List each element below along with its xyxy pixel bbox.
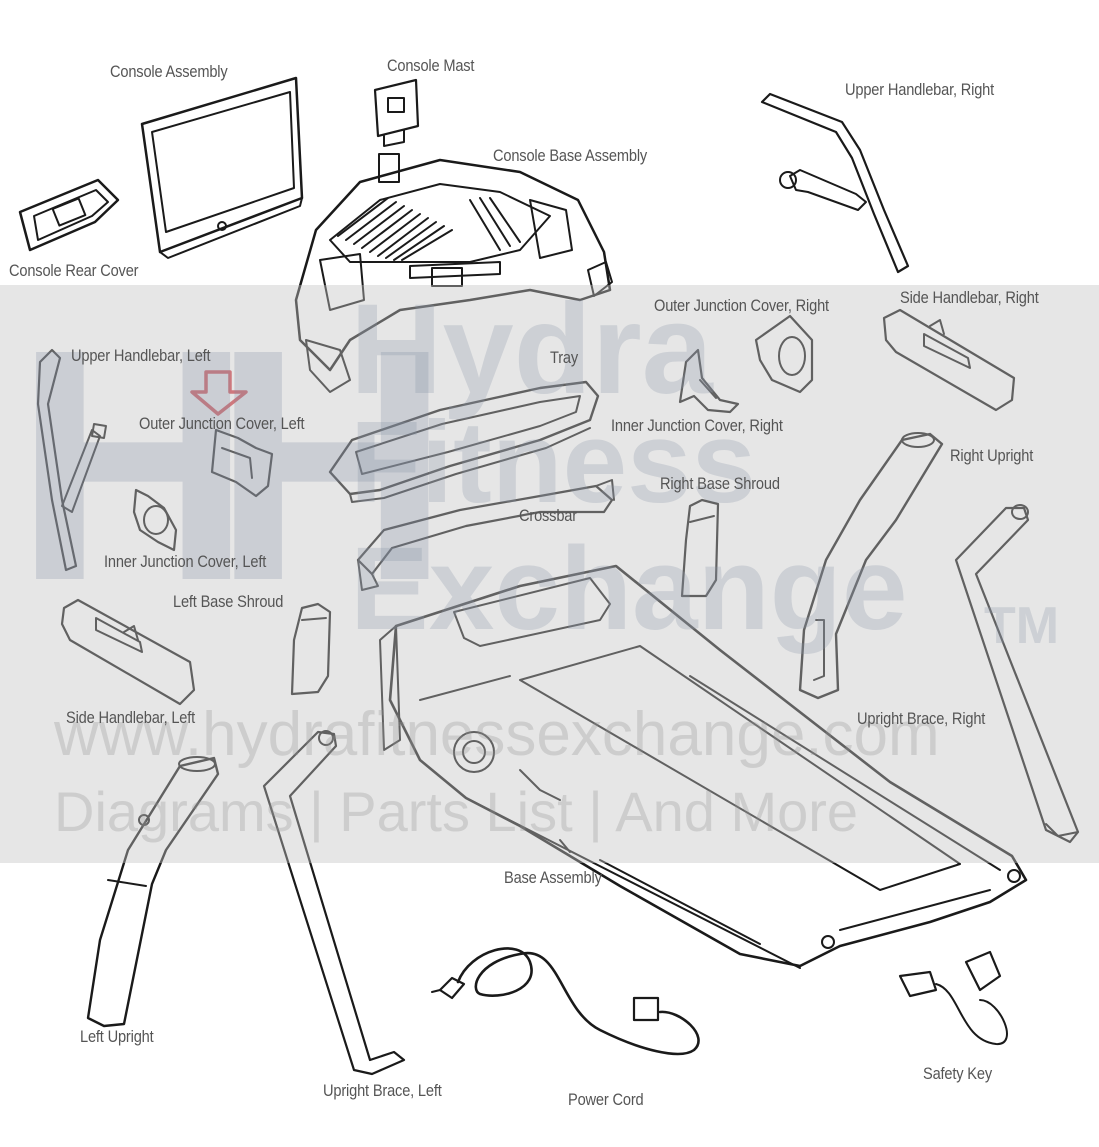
label-console-mast: Console Mast	[387, 56, 475, 75]
left-upright-part	[86, 756, 220, 1028]
label-tray: Tray	[550, 348, 579, 367]
inner-junction-cover-right-part	[678, 348, 740, 414]
label-left-upright: Left Upright	[80, 1027, 154, 1046]
label-upper-handlebar-left: Upper Handlebar, Left	[71, 346, 211, 365]
outer-junction-cover-right-part	[754, 314, 814, 394]
label-inner-junction-cover-left: Inner Junction Cover, Left	[104, 552, 267, 571]
right-upright-part	[798, 432, 944, 700]
upper-handlebar-left-part	[36, 348, 107, 572]
base-assembly-part	[379, 564, 1028, 969]
right-base-shroud-part	[680, 498, 720, 598]
label-side-handlebar-right: Side Handlebar, Right	[900, 288, 1039, 307]
side-handlebar-left-part	[60, 598, 196, 706]
label-right-upright: Right Upright	[950, 446, 1034, 465]
label-base-assembly: Base Assembly	[504, 868, 602, 887]
label-console-assembly: Console Assembly	[110, 62, 228, 81]
side-handlebar-right-part	[882, 308, 1016, 412]
crossbar-part	[356, 479, 615, 591]
label-upright-brace-right: Upright Brace, Right	[857, 709, 986, 728]
console-base-assembly-part	[294, 158, 613, 393]
power-cord-part	[431, 947, 700, 1056]
inner-junction-cover-left-part	[132, 488, 178, 552]
label-outer-junction-cover-left: Outer Junction Cover, Left	[139, 414, 305, 433]
highlight-arrow-icon	[190, 370, 248, 416]
left-base-shroud-part	[290, 602, 332, 696]
label-console-rear-cover: Console Rear Cover	[9, 261, 139, 280]
label-safety-key: Safety Key	[923, 1064, 992, 1083]
outer-junction-cover-left-part	[210, 428, 274, 498]
label-upper-handlebar-right: Upper Handlebar, Right	[845, 80, 995, 99]
label-upright-brace-left: Upright Brace, Left	[323, 1081, 442, 1100]
label-power-cord: Power Cord	[568, 1090, 644, 1109]
upright-brace-right-part	[954, 504, 1080, 844]
upper-handlebar-right-part	[760, 92, 910, 274]
console-mast-part	[373, 78, 420, 183]
label-right-base-shroud: Right Base Shroud	[660, 474, 780, 493]
label-inner-junction-cover-right: Inner Junction Cover, Right	[611, 416, 783, 435]
console-assembly-part	[140, 76, 304, 259]
upright-brace-left-part	[262, 730, 406, 1076]
safety-key-part	[898, 950, 1008, 1046]
label-left-base-shroud: Left Base Shroud	[173, 592, 284, 611]
label-console-base-assembly: Console Base Assembly	[493, 146, 648, 165]
label-outer-junction-cover-right: Outer Junction Cover, Right	[654, 296, 829, 315]
label-crossbar: Crossbar	[519, 506, 577, 525]
console-rear-cover-part	[18, 178, 120, 252]
tray-part	[328, 380, 600, 503]
label-side-handlebar-left: Side Handlebar, Left	[66, 708, 196, 727]
